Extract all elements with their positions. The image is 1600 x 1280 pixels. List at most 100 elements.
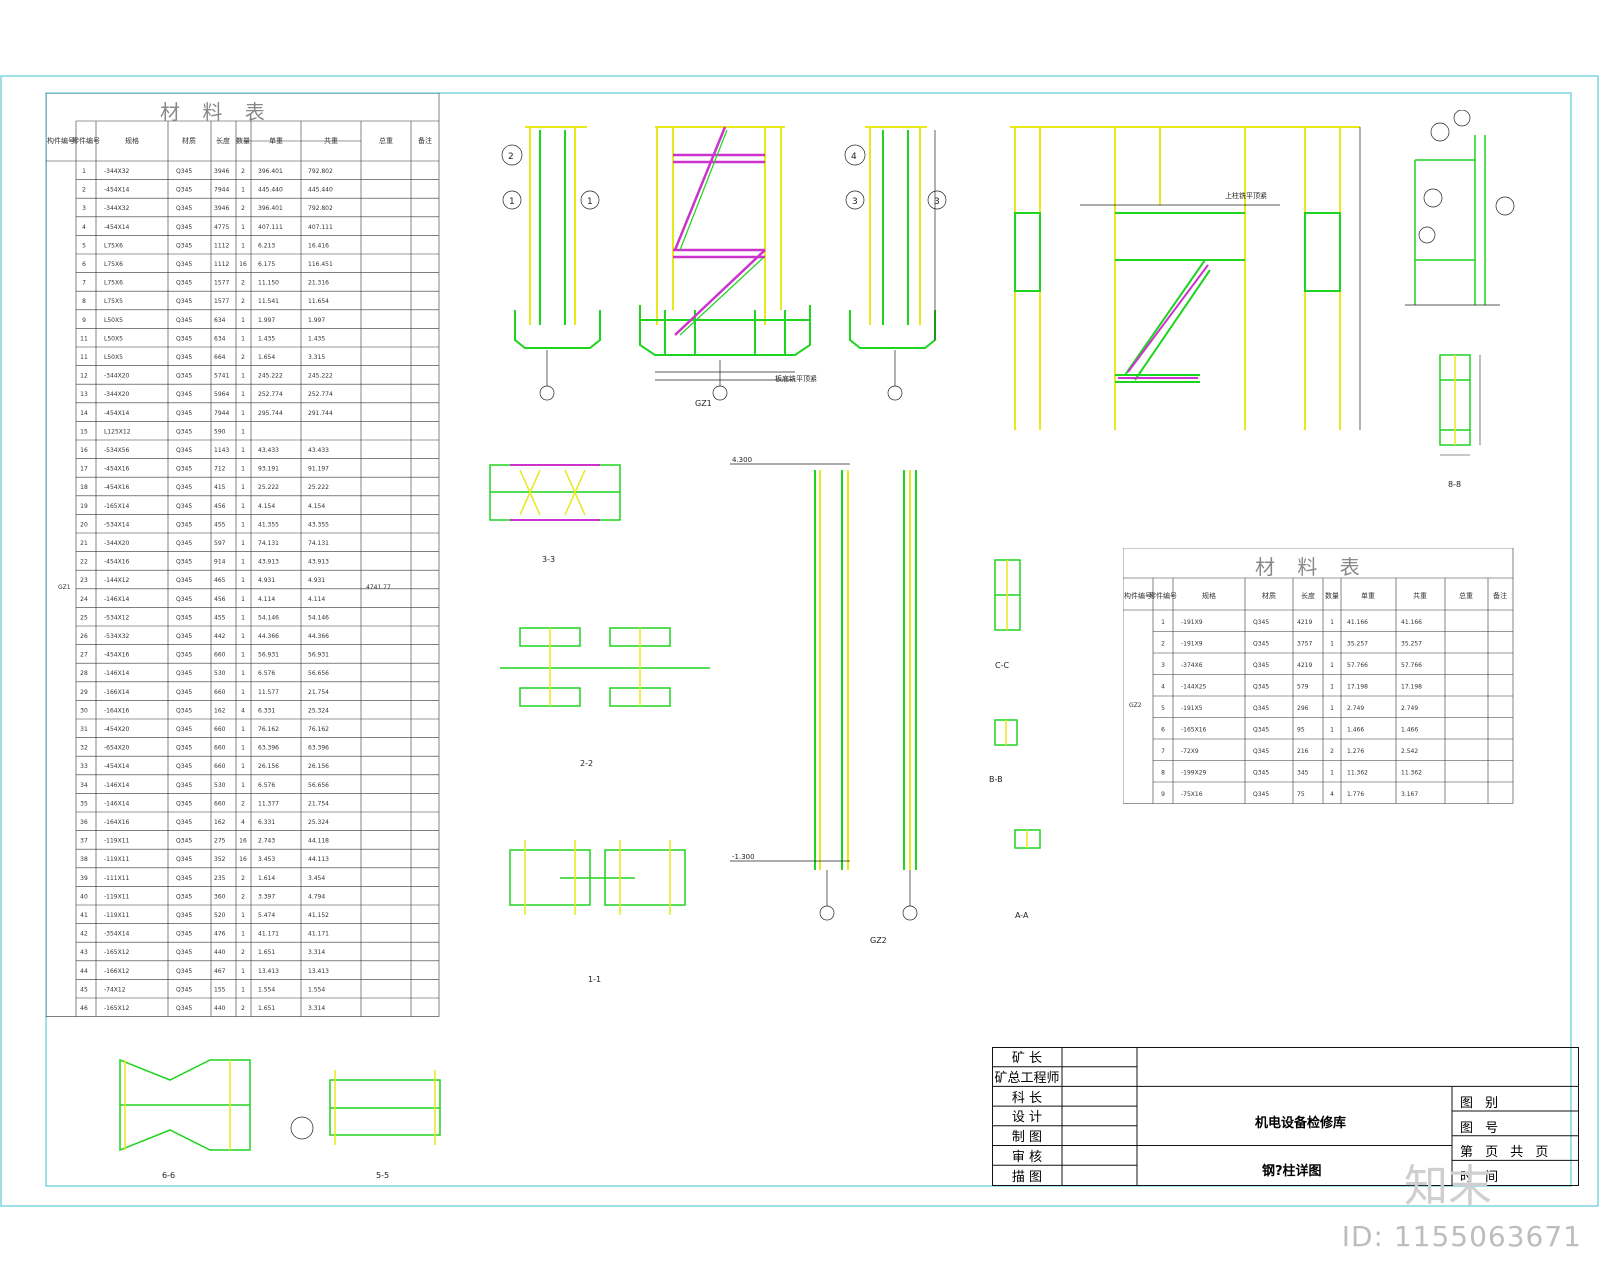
gz2-label: GZ2: [870, 936, 887, 945]
title-field-1: 图 号: [1460, 1120, 1503, 1136]
part-length: 275: [214, 838, 226, 845]
part-material: Q345: [176, 168, 192, 175]
part-number: 43: [80, 949, 88, 956]
bracket-detail: [1405, 110, 1515, 306]
part-total-weight: 1.435: [308, 335, 325, 342]
svg-text:B-B: B-B: [989, 775, 1003, 784]
part-total-weight: 54.146: [308, 614, 329, 621]
part-unit-weight: 6.175: [258, 261, 275, 268]
svg-text:5-5: 5-5: [376, 1171, 389, 1180]
part-spec: -454X14: [104, 410, 130, 417]
part-spec: -164X16: [104, 819, 130, 826]
part-number: 9: [1161, 791, 1165, 798]
part-material: Q345: [176, 224, 192, 231]
part-material: Q345: [176, 540, 192, 547]
part-material: Q345: [176, 931, 192, 938]
part-total-weight: 43.355: [308, 521, 329, 528]
part-spec: -191X9: [1181, 619, 1203, 626]
part-number: 17: [80, 466, 88, 473]
part-material: Q345: [176, 298, 192, 305]
part-unit-weight: 1.651: [258, 1005, 275, 1012]
part-length: 3757: [1297, 641, 1312, 648]
part-total-weight: 3.167: [1401, 791, 1418, 798]
part-length: 440: [214, 949, 226, 956]
section-1-1: 1-1: [509, 840, 686, 984]
part-quantity: 1: [241, 689, 245, 696]
part-spec: -111X11: [104, 875, 130, 882]
part-number: 46: [80, 1005, 88, 1012]
table-header: 数量: [1325, 591, 1339, 600]
part-number: 37: [80, 838, 88, 845]
part-spec: -534X14: [104, 521, 130, 528]
title-field-0: 图 别: [1460, 1096, 1503, 1111]
part-spec: -534X32: [104, 633, 130, 640]
part-total-weight: 13.413: [308, 968, 329, 975]
part-quantity: 1: [241, 466, 245, 473]
part-length: 579: [1297, 684, 1309, 691]
part-quantity: 2: [241, 800, 245, 807]
part-total-weight: 445.440: [308, 187, 333, 194]
part-spec: -166X12: [104, 968, 130, 975]
part-length: 162: [214, 707, 226, 714]
part-number: 9: [82, 317, 86, 324]
part-number: 3: [1161, 662, 1165, 669]
part-material: Q345: [176, 503, 192, 510]
part-number: 11: [80, 354, 88, 361]
part-material: Q345: [176, 949, 192, 956]
part-spec: L125X12: [104, 428, 131, 435]
part-total-weight: 44.366: [308, 633, 329, 640]
part-unit-weight: 93.191: [258, 466, 279, 473]
part-unit-weight: 43.913: [258, 559, 279, 566]
part-number: 38: [80, 856, 88, 863]
part-total-weight: 26.156: [308, 763, 329, 770]
part-quantity: 1: [241, 484, 245, 491]
part-material: Q345: [1253, 770, 1269, 777]
part-unit-weight: 1.654: [258, 354, 275, 361]
part-spec: -146X14: [104, 670, 130, 677]
part-total-weight: 252.774: [308, 391, 333, 398]
part-total-weight: 4.794: [308, 893, 325, 900]
part-quantity: 1: [241, 503, 245, 510]
part-quantity: 2: [241, 168, 245, 175]
part-number: 28: [80, 670, 88, 677]
part-number: 16: [80, 447, 88, 454]
part-spec: -165X16: [1181, 727, 1207, 734]
part-number: 40: [80, 893, 88, 900]
part-material: Q345: [176, 745, 192, 752]
part-unit-weight: 4.931: [258, 577, 275, 584]
part-material: Q345: [176, 428, 192, 435]
part-unit-weight: 396.401: [258, 205, 283, 212]
part-number: 11: [80, 335, 88, 342]
part-number: 3: [82, 205, 86, 212]
part-unit-weight: 57.766: [1347, 662, 1368, 669]
part-length: 155: [214, 986, 226, 993]
part-material: Q345: [176, 466, 192, 473]
part-number: 4: [82, 224, 86, 231]
title-role-4: 制 图: [1011, 1130, 1043, 1146]
part-unit-weight: 2.749: [1347, 705, 1364, 712]
part-total-weight: 56.931: [308, 652, 329, 659]
part-unit-weight: 6.576: [258, 670, 275, 677]
part-material: Q345: [176, 782, 192, 789]
part-unit-weight: 41.171: [258, 931, 279, 938]
part-quantity: 1: [1330, 770, 1334, 777]
part-quantity: 2: [241, 949, 245, 956]
part-spec: -144X12: [104, 577, 130, 584]
part-length: 440: [214, 1005, 226, 1012]
part-unit-weight: 56.931: [258, 652, 279, 659]
part-spec: -344X32: [104, 168, 130, 175]
part-unit-weight: 63.396: [258, 745, 279, 752]
section-2-2: 2-2: [500, 627, 710, 768]
part-material: Q345: [176, 670, 192, 677]
part-unit-weight: 1.997: [258, 317, 275, 324]
table-header: 长度: [1301, 591, 1315, 600]
part-total-weight: 91.197: [308, 466, 329, 473]
part-unit-weight: 17.198: [1347, 684, 1368, 691]
part-unit-weight: 74.131: [258, 540, 279, 547]
part-spec: -454X16: [104, 484, 130, 491]
part-total-weight: 25.324: [308, 819, 329, 826]
part-unit-weight: 5.474: [258, 912, 275, 919]
part-spec: L50X5: [104, 335, 123, 342]
table-header: 规格: [1202, 591, 1216, 600]
part-material: Q345: [1253, 791, 1269, 798]
